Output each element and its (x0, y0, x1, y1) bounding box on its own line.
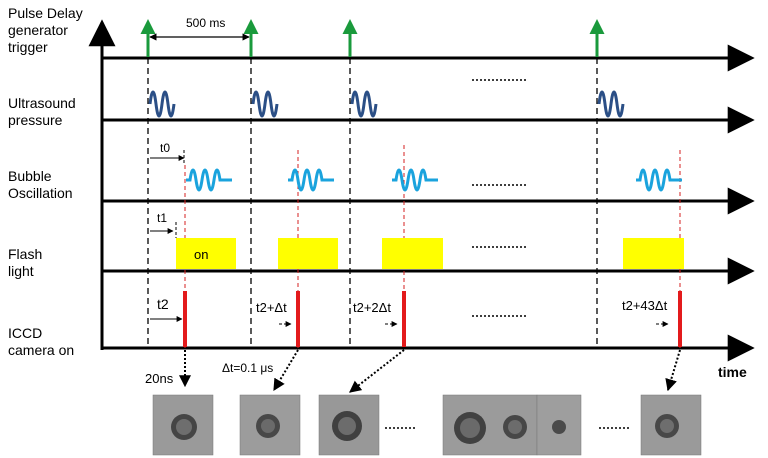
row-label-flash: Flash light (8, 246, 43, 279)
delay-1-label: t2+Δt (256, 300, 287, 315)
row-label-trigger: Pulse Delay generator trigger (8, 5, 83, 55)
delta-t-label: Δt=0.1 μs (222, 361, 273, 375)
time-axis-label: time (718, 364, 747, 380)
delay-43-label: t2+43Δt (622, 298, 668, 313)
row-label-iccd: ICCD camera on (8, 325, 75, 358)
flash-on-label: on (194, 247, 208, 262)
t2-label: t2 (157, 296, 169, 312)
trigger-guides (147, 58, 598, 348)
row-label-ultrasound: Ultrasound pressure (8, 95, 76, 128)
flash-blocks (176, 238, 684, 269)
period-label: 500 ms (186, 16, 225, 30)
row-label-bubble: Bubble Oscillation (8, 168, 73, 201)
gate-width-label: 20ns (145, 371, 174, 386)
ultrasound-waves (148, 90, 625, 118)
frame-pointers (179, 349, 681, 393)
image-frames (152, 394, 702, 456)
camera-gates (183, 291, 682, 347)
ellipsis-dots (385, 79, 629, 429)
trigger-arrows (140, 19, 605, 57)
t0-label: t0 (160, 141, 170, 155)
bubble-waves (186, 168, 682, 192)
delay-2-label: t2+2Δt (353, 300, 391, 315)
t1-label: t1 (157, 211, 167, 225)
